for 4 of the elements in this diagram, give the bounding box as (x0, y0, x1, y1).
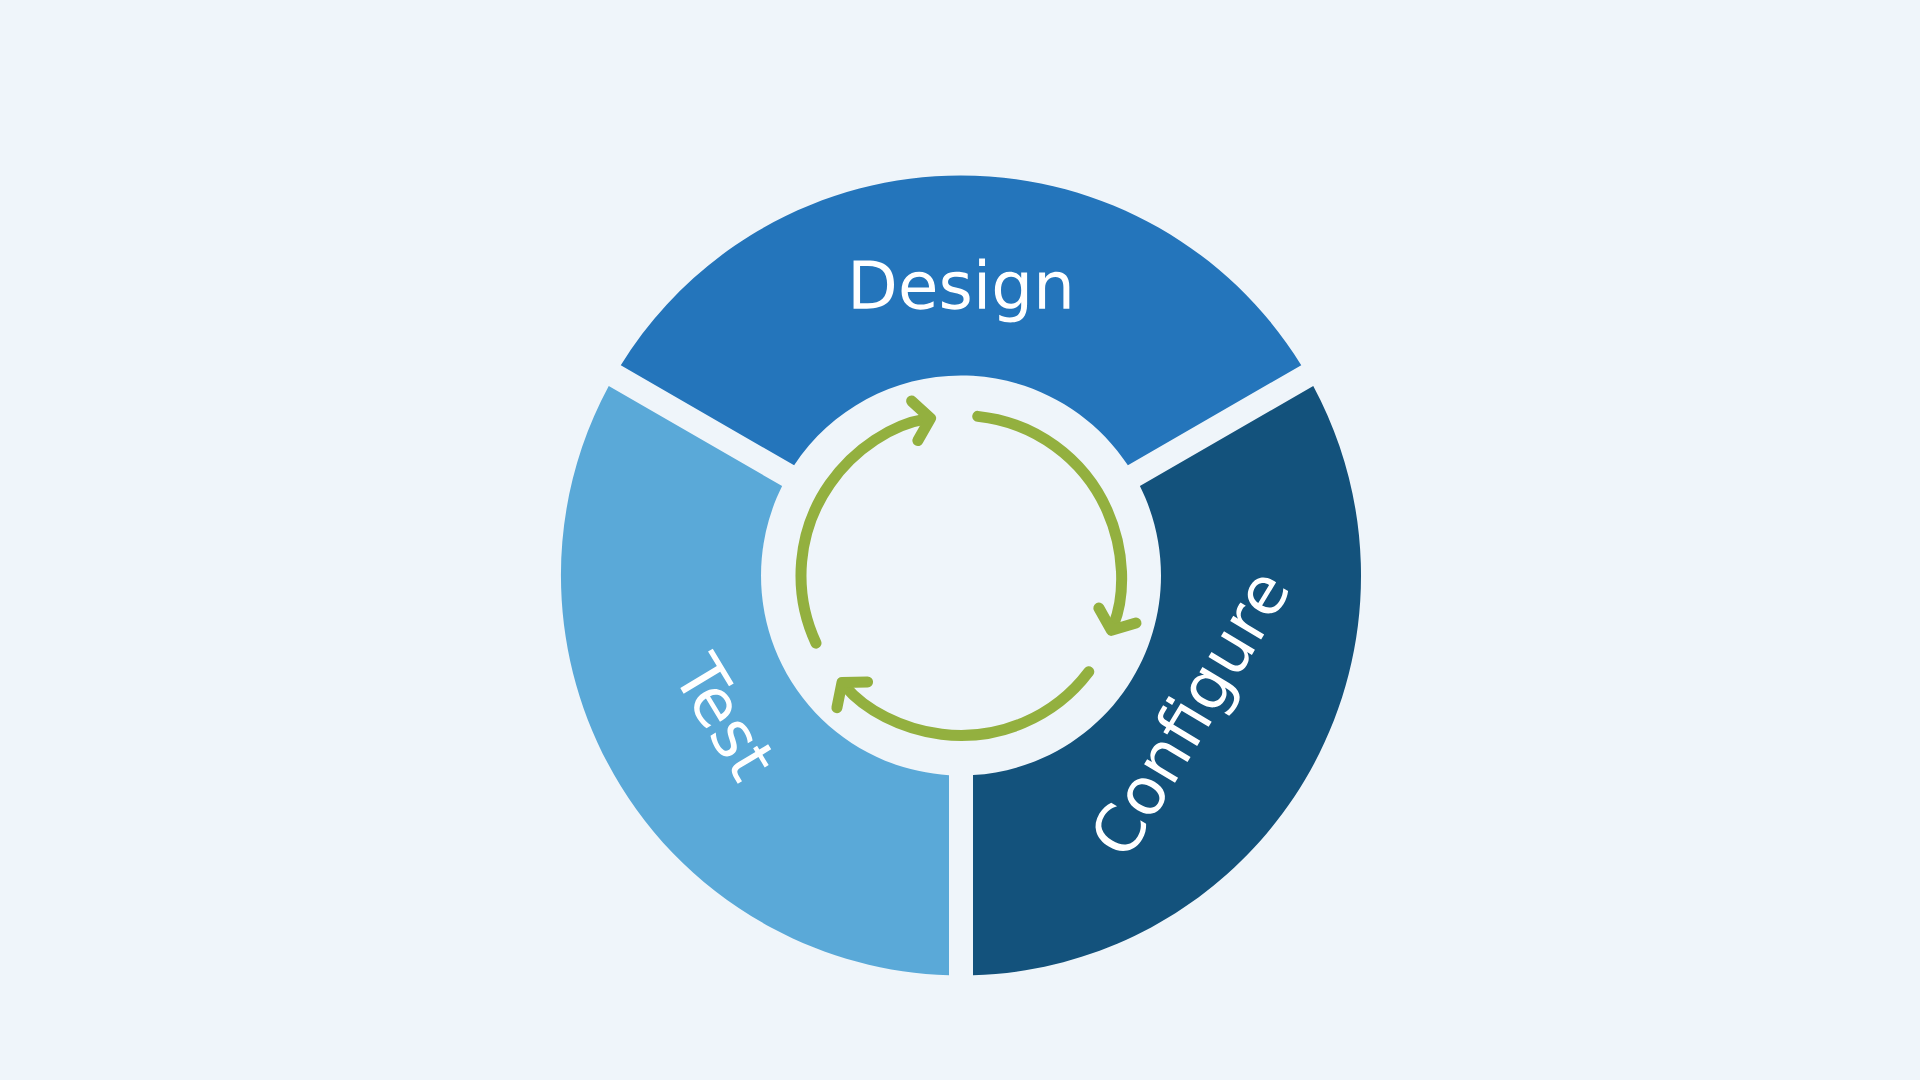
cycle-arrow (972, 410, 1142, 636)
cycle-arrow (831, 666, 1095, 741)
ring-segment: Design (620, 175, 1302, 466)
cycle-arrow (795, 395, 937, 649)
